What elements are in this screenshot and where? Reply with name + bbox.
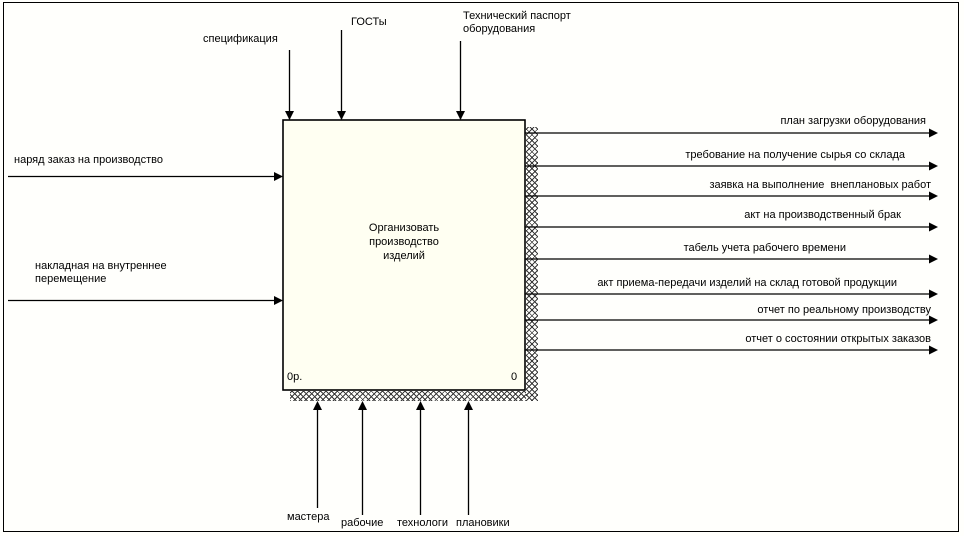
mechanism-label-technologists: технологи [397,517,449,529]
activity-box-node-number: 0 [511,371,518,383]
output-label-unplanned-work-request: заявка на выполнение внеплановых работ [709,179,931,191]
control-label-gosts: ГОСТы [351,16,387,28]
output-label-timesheet: табель учета рабочего времени [683,242,846,254]
arrowhead-right-icon [929,191,938,201]
mechanism-arrows [316,403,470,515]
control-arrowheads [285,111,465,120]
activity-box-title: Организовать производство изделий [368,222,440,262]
output-label-transfer-act: акт приема-передачи изделий на склад гот… [597,277,897,289]
arrowhead-up-icon [464,401,473,410]
activity-box-node-ref: 0р. [287,371,303,383]
arrowhead-right-icon [929,345,938,355]
arrowhead-right-icon [929,161,938,171]
control-arrows [288,30,462,119]
activity-box [282,119,526,391]
output-label-actual-production-report: отчет по реальному производству [757,304,931,316]
control-label-passport: Технический паспорт оборудования [463,10,571,35]
mechanism-arrowheads [313,401,473,410]
input-arrows [8,175,275,302]
mechanism-label-workers: рабочие [341,517,384,529]
arrowhead-right-icon [929,289,938,299]
output-label-open-orders-report: отчет о состоянии открытых заказов [745,333,931,345]
mechanism-label-masters: мастера [287,511,330,523]
input-label-work-order: наряд заказ на производство [14,154,163,166]
arrowhead-right-icon [929,128,938,138]
arrowhead-right-icon [929,254,938,264]
arrowhead-up-icon [416,401,425,410]
box-shadow-hatch-bottom [290,391,526,401]
arrowhead-right-icon [929,315,938,325]
control-label-specification: спецификация [203,33,278,45]
arrowhead-right-icon [929,222,938,232]
input-arrowheads [274,172,283,305]
arrowhead-right-icon [274,296,283,305]
output-label-production-defect-act: акт на производственный брак [744,209,901,221]
output-arrows [525,132,930,351]
arrowhead-down-icon [456,111,465,120]
output-label-equipment-load-plan: план загрузки оборудования [780,115,926,127]
diagram-border [3,2,959,532]
arrowhead-down-icon [337,111,346,120]
output-arrowheads [929,128,938,355]
output-label-raw-material-request: требование на получение сырья со склада [685,149,905,161]
arrowhead-down-icon [285,111,294,120]
arrowhead-up-icon [358,401,367,410]
arrowhead-up-icon [313,401,322,410]
mechanism-label-planners: плановики [456,517,510,529]
input-label-invoice: накладная на внутреннее перемещение [35,260,167,285]
arrowhead-right-icon [274,172,283,181]
